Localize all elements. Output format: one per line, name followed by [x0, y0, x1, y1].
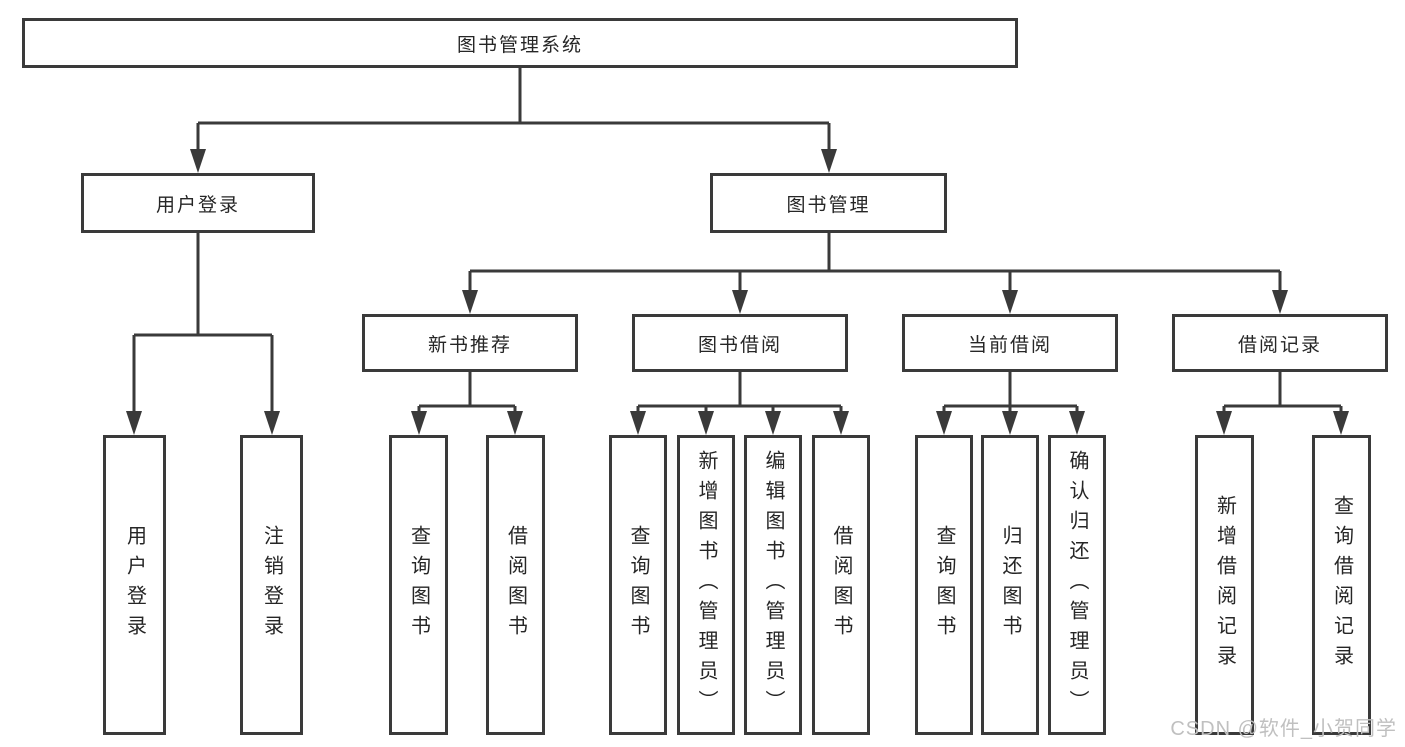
leaf-edit-book-admin-label: 编辑图书（管理员）	[762, 450, 784, 720]
node-book-management-label: 图书管理	[786, 194, 871, 216]
leaf-borrow-books-borrowing-label: 借阅图书	[830, 525, 852, 645]
arrowhead	[698, 411, 714, 435]
leaf-edit-book-admin: 编辑图书（管理员）	[744, 435, 802, 735]
leaf-query-books-recommend-label: 查询图书	[407, 525, 430, 645]
arrowhead	[630, 411, 646, 435]
leaf-logout: 注销登录	[240, 435, 303, 735]
arrowhead	[1272, 290, 1288, 314]
leaf-query-books-borrowing: 查询图书	[609, 435, 667, 735]
leaf-borrow-books-recommend-label: 借阅图书	[504, 525, 527, 645]
node-borrowing-records: 借阅记录	[1172, 314, 1388, 372]
node-root: 图书管理系统	[22, 18, 1018, 68]
leaf-confirm-return-admin-label: 确认归还（管理员）	[1066, 450, 1088, 720]
leaf-borrow-books-borrowing: 借阅图书	[812, 435, 870, 735]
leaf-return-book-label: 归还图书	[999, 525, 1021, 645]
arrowhead	[1333, 411, 1349, 435]
leaf-add-borrow-record: 新增借阅记录	[1195, 435, 1254, 735]
leaf-add-book-admin-label: 新增图书（管理员）	[695, 450, 717, 720]
arrowhead	[190, 149, 206, 173]
arrowhead	[411, 411, 427, 435]
node-book-borrowing-label: 图书借阅	[697, 334, 782, 356]
arrowhead	[462, 290, 478, 314]
node-current-borrowing-label: 当前借阅	[967, 334, 1052, 356]
leaf-add-borrow-record-label: 新增借阅记录	[1213, 495, 1236, 675]
arrowhead	[1216, 411, 1232, 435]
arrowhead	[126, 411, 142, 435]
leaf-user-login: 用户登录	[103, 435, 166, 735]
leaf-borrow-books-recommend: 借阅图书	[486, 435, 545, 735]
arrowhead	[732, 290, 748, 314]
leaf-confirm-return-admin: 确认归还（管理员）	[1048, 435, 1106, 735]
leaf-query-borrow-record-label: 查询借阅记录	[1330, 495, 1353, 675]
leaf-query-books-borrowing-label: 查询图书	[627, 525, 649, 645]
leaf-return-book: 归还图书	[981, 435, 1039, 735]
arrowhead	[1069, 411, 1085, 435]
node-current-borrowing: 当前借阅	[902, 314, 1118, 372]
leaf-query-books-current-label: 查询图书	[933, 525, 955, 645]
node-book-borrowing: 图书借阅	[632, 314, 848, 372]
leaf-query-books-recommend: 查询图书	[389, 435, 448, 735]
node-new-book-recommendation: 新书推荐	[362, 314, 578, 372]
arrowhead	[1002, 290, 1018, 314]
leaf-user-login-label: 用户登录	[123, 525, 146, 645]
leaf-add-book-admin: 新增图书（管理员）	[677, 435, 735, 735]
node-user-login: 用户登录	[81, 173, 315, 233]
node-borrowing-records-label: 借阅记录	[1237, 334, 1322, 356]
node-root-label: 图书管理系统	[456, 34, 583, 56]
arrowhead	[1002, 411, 1018, 435]
leaf-logout-label: 注销登录	[260, 525, 283, 645]
arrowhead	[936, 411, 952, 435]
watermark: CSDN @软件_小贺同学	[1170, 718, 1397, 740]
arrowhead	[821, 149, 837, 173]
arrowhead	[507, 411, 523, 435]
leaf-query-books-current: 查询图书	[915, 435, 973, 735]
arrowhead	[765, 411, 781, 435]
arrowhead	[833, 411, 849, 435]
node-user-login-label: 用户登录	[155, 194, 240, 216]
arrowhead	[264, 411, 280, 435]
node-book-management: 图书管理	[710, 173, 947, 233]
leaf-query-borrow-record: 查询借阅记录	[1312, 435, 1371, 735]
node-new-book-recommendation-label: 新书推荐	[427, 334, 512, 356]
